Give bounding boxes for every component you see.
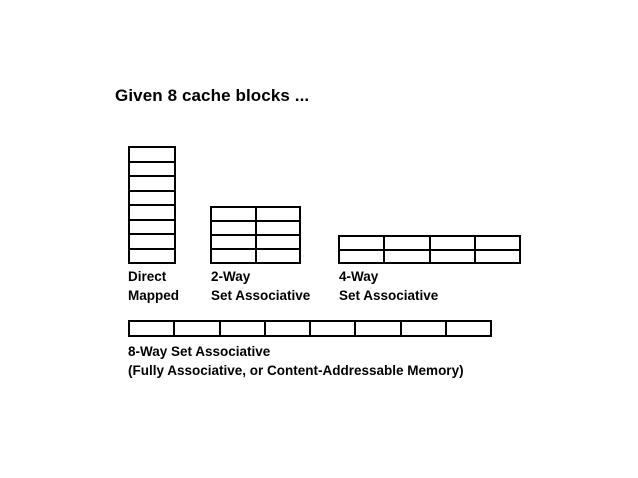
caption-4-way-set-associative: 4-Way Set Associative <box>339 267 438 305</box>
cache-block <box>356 322 400 335</box>
caption-8-way-set-associative: 8-Way Set Associative (Fully Associative… <box>128 342 464 380</box>
cache-block <box>212 222 255 234</box>
caption-2-way-set-associative: 2-Way Set Associative <box>211 267 310 305</box>
cache-block <box>430 237 474 249</box>
cache-block <box>256 236 299 248</box>
cache-block <box>220 322 264 335</box>
caption-line-1: 4-Way <box>339 269 379 284</box>
cache-block <box>256 222 299 234</box>
cache-block <box>130 191 174 204</box>
cache-block <box>256 250 299 262</box>
caption-line-1: Direct <box>128 269 167 284</box>
cache-block <box>212 236 255 248</box>
cache-block <box>475 237 519 249</box>
caption-line-1: 2-Way <box>211 269 251 284</box>
caption-line-2: Mapped <box>128 288 180 303</box>
cache-block <box>311 322 355 335</box>
cache-block <box>130 162 174 175</box>
cache-grid-4-way-set-associative <box>338 235 521 264</box>
caption-line-2: Set Associative <box>339 288 439 303</box>
cache-block <box>130 220 174 233</box>
cache-block <box>175 322 219 335</box>
caption-line-1: 8-Way Set Associative <box>128 344 271 359</box>
cache-block <box>130 177 174 190</box>
cache-grid-2-way-set-associative <box>210 206 301 264</box>
cache-block <box>130 235 174 248</box>
cache-block <box>212 250 255 262</box>
cache-grid-direct-mapped <box>128 146 176 264</box>
cache-block <box>256 208 299 220</box>
page-title: Given 8 cache blocks ... <box>115 86 310 105</box>
cache-block <box>130 148 174 161</box>
cache-block <box>130 249 174 262</box>
cache-block <box>212 208 255 220</box>
caption-direct-mapped: Direct Mapped <box>128 267 179 305</box>
cache-block <box>130 322 174 335</box>
caption-line-2: Set Associative <box>211 288 311 303</box>
cache-grid-8-way-set-associative <box>128 320 492 337</box>
cache-block <box>340 250 384 262</box>
cache-block <box>446 322 490 335</box>
cache-block <box>340 237 384 249</box>
cache-block <box>385 237 429 249</box>
cache-block <box>265 322 309 335</box>
cache-block <box>385 250 429 262</box>
caption-line-2: (Fully Associative, or Content-Addressab… <box>128 363 464 378</box>
cache-block <box>430 250 474 262</box>
cache-block <box>475 250 519 262</box>
cache-block <box>401 322 445 335</box>
cache-block <box>130 206 174 219</box>
